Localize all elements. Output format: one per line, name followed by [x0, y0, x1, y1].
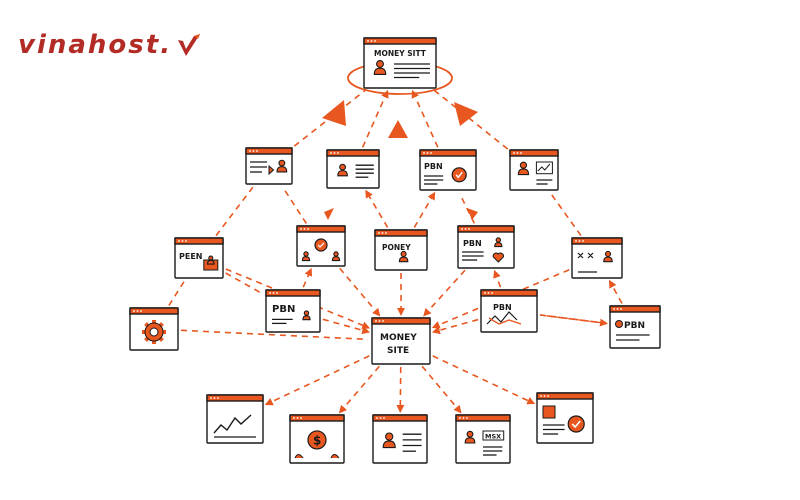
connector-line	[493, 269, 502, 288]
connector-line	[225, 272, 263, 295]
browser-window-node	[296, 225, 346, 267]
connector-line	[264, 355, 370, 406]
browser-window-node	[245, 147, 293, 185]
triangle-icon	[322, 100, 346, 126]
connector-line	[365, 189, 389, 228]
connector-line	[549, 192, 582, 237]
triangle-icon	[467, 208, 478, 220]
connector-line	[431, 318, 479, 335]
connector-line	[608, 279, 623, 304]
svg-text:$: $	[313, 433, 321, 447]
browser-window-node	[206, 394, 264, 444]
connector-line	[215, 186, 254, 237]
node-label: PBN	[463, 239, 482, 248]
connector-line	[338, 365, 380, 414]
checkmark-v-icon	[178, 34, 201, 56]
connector-line	[433, 89, 509, 150]
connector-line	[361, 89, 389, 148]
node-label: PBN	[272, 304, 295, 315]
node-layer: MONEY SITT PBN PEEN PONEY PBN PBN PBN PBN MONEY S…	[129, 37, 661, 464]
node-label: PBN	[624, 321, 645, 331]
node-label: MSX	[485, 433, 501, 441]
browser-window-node: PONEY	[374, 229, 428, 271]
connector-line	[339, 267, 381, 317]
browser-window-node: PBN	[457, 225, 515, 269]
connector-line	[322, 318, 371, 335]
node-label: PBN	[424, 162, 443, 171]
node-label: MONEY SITT	[374, 49, 427, 58]
triangle-icon	[454, 102, 478, 126]
node-label: PONEY	[382, 243, 411, 252]
browser-window-node	[509, 149, 559, 191]
connector-line	[168, 280, 185, 306]
triangle-icon	[324, 208, 334, 220]
connector-line	[423, 269, 466, 317]
browser-window-node: PBN	[609, 305, 661, 349]
browser-window-node: PBN	[419, 149, 477, 191]
browser-window-node	[571, 237, 623, 279]
browser-window-node	[372, 414, 428, 464]
browser-window-node: PBN	[265, 289, 321, 333]
browser-window-node: PEEN	[174, 237, 224, 279]
brand-name: vinahost.	[18, 30, 173, 60]
browser-window-node: MONEY SITT	[363, 37, 437, 89]
browser-window-node: MONEY SITE	[371, 317, 431, 365]
connector-line	[539, 314, 609, 327]
browser-window-node	[129, 307, 179, 351]
connector-line	[302, 267, 313, 288]
connector-line	[421, 365, 462, 414]
connector-line	[432, 355, 536, 405]
browser-window-node: PBN	[480, 289, 538, 333]
node-label: PEEN	[179, 252, 203, 261]
connector-line	[413, 191, 436, 228]
connector-line	[180, 329, 369, 341]
node-label: MONEY	[380, 333, 417, 343]
browser-window-node	[326, 149, 380, 189]
connector-line	[411, 89, 439, 148]
node-label: SITE	[387, 346, 409, 356]
browser-window-node: MSX	[455, 414, 511, 464]
triangle-icon	[388, 120, 408, 138]
node-label: PBN	[493, 303, 512, 312]
browser-window-node: $	[289, 414, 345, 464]
connector-line	[431, 269, 570, 329]
browser-window-node	[536, 392, 594, 444]
connector-line	[282, 186, 308, 224]
vinahost-logo: vinahost.	[18, 28, 204, 62]
